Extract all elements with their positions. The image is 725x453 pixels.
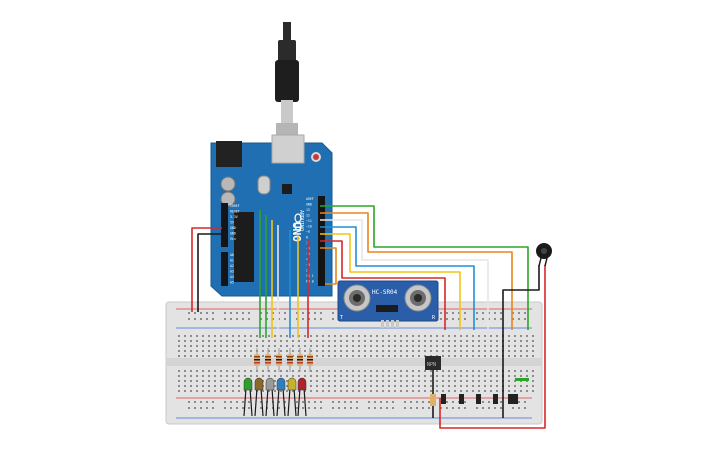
hc-sr04-sensor[interactable]: HC-SR04 T R xyxy=(337,280,439,328)
led[interactable] xyxy=(243,377,253,417)
pin-label-power: Vin xyxy=(230,237,236,241)
microcontroller-chip xyxy=(234,212,254,282)
pin-label-digital: RX 0 xyxy=(306,280,314,284)
transistor[interactable]: NPN xyxy=(425,356,441,370)
wires xyxy=(191,205,546,429)
pin-label-digital: 12 xyxy=(306,214,310,218)
pin-label-power: 5V xyxy=(230,221,234,225)
wire-white-sensor[interactable] xyxy=(320,219,489,330)
wire-yellow-sensor[interactable] xyxy=(320,233,461,330)
pin-label-power: IOREF xyxy=(230,204,240,208)
resistor[interactable] xyxy=(307,348,313,372)
wire-orange-led1[interactable] xyxy=(320,247,337,285)
resistors xyxy=(254,348,313,372)
wire-orange-sensor[interactable] xyxy=(320,212,513,330)
resistor[interactable] xyxy=(287,348,293,372)
analog-header xyxy=(221,252,228,286)
pin-label-analog: A2 xyxy=(230,264,234,268)
pin-label-digital: TX 1 xyxy=(306,274,314,278)
wire-red-power[interactable] xyxy=(191,227,222,312)
buzzer[interactable] xyxy=(536,243,552,267)
pin-label-analog: A4 xyxy=(230,275,234,279)
wire-red-buzzer[interactable] xyxy=(439,265,546,429)
transistor-label: NPN xyxy=(427,362,436,368)
pin-label-analog: A5 xyxy=(230,281,234,285)
sensor-pin-r: R xyxy=(432,315,436,321)
pin-label-analog: A3 xyxy=(230,270,234,274)
pin-label-digital: GND xyxy=(306,203,312,207)
resistor[interactable] xyxy=(276,348,282,372)
led[interactable] xyxy=(297,377,307,417)
pin-label-power: GND xyxy=(230,232,236,236)
pin-label-digital: 4 xyxy=(306,258,308,262)
pin-label-digital: 8 xyxy=(306,236,308,240)
pin-label-digital: 13 xyxy=(306,208,310,212)
pin-label-analog: A1 xyxy=(230,259,234,263)
led[interactable] xyxy=(254,377,264,417)
power-jack xyxy=(216,141,242,167)
sensor-label: HC-SR04 xyxy=(372,289,398,296)
arduino-infinity-logo xyxy=(294,213,302,231)
wire-black-gnd[interactable] xyxy=(197,233,222,312)
power-header xyxy=(221,203,228,247)
pin-label-digital: 2 xyxy=(306,269,308,273)
right-components xyxy=(430,378,529,406)
led[interactable] xyxy=(276,377,286,417)
pin-label-power: 3.3V xyxy=(230,215,238,219)
pin-label-digital: ~9 xyxy=(306,230,310,234)
wire-black-buzzer[interactable] xyxy=(502,265,540,418)
sensor-pin-t: T xyxy=(340,315,343,321)
pin-label-analog: A0 xyxy=(230,253,234,257)
wire-green-buzzer[interactable] xyxy=(320,205,529,330)
pin-label-digital: ~11 xyxy=(306,219,312,223)
arduino-uno-board[interactable]: UNO ARDUINO AREFGND1312~11~10~987~6~54~3… xyxy=(210,134,333,297)
pin-label-digital: 7 xyxy=(306,241,308,245)
pin-label-power: RESET xyxy=(230,210,240,214)
leds xyxy=(243,377,307,417)
wire-blue-sensor[interactable] xyxy=(320,226,475,330)
resistor[interactable] xyxy=(254,348,260,372)
led[interactable] xyxy=(287,377,297,417)
pin-label-digital: ~10 xyxy=(306,225,312,229)
resistor[interactable] xyxy=(297,348,303,372)
pin-label-power: GND xyxy=(230,226,236,230)
usb-cable xyxy=(275,22,299,135)
pin-label-digital: AREF xyxy=(306,197,314,201)
usb-port xyxy=(271,134,305,164)
resistor[interactable] xyxy=(265,348,271,372)
arduino-logo-text: UNO xyxy=(290,222,303,242)
wire-red-5v[interactable] xyxy=(320,240,446,330)
led[interactable] xyxy=(265,377,275,417)
